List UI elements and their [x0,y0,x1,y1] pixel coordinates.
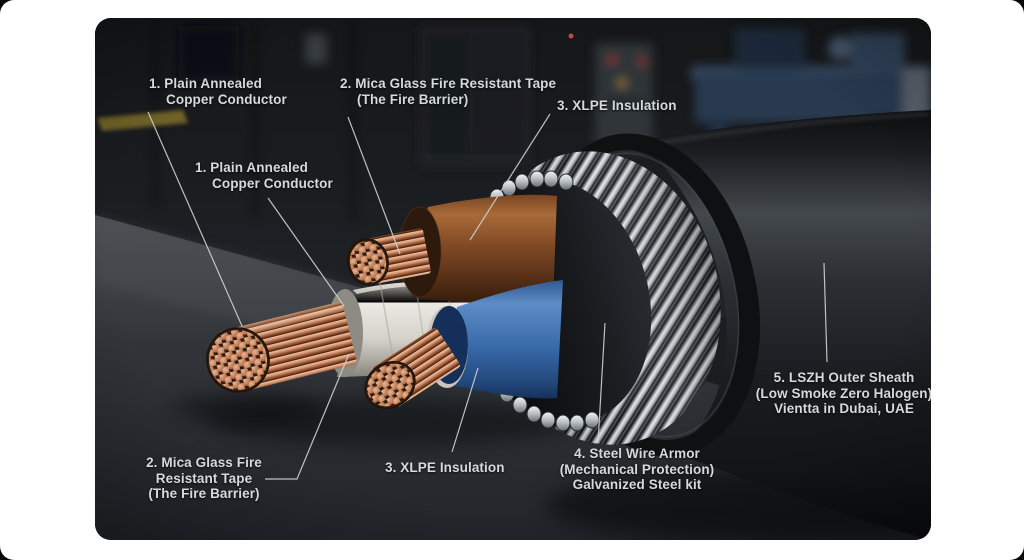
leader-outer-sheath [823,262,828,363]
leader-lines [147,111,828,480]
leader-xlpe-bottom [451,367,479,453]
annotation-steel-armor: 4. Steel Wire Armor (Mechanical Protecti… [559,446,715,492]
leader-mica-top [347,116,401,255]
leader-copper-mid [267,197,345,307]
annotation-mica-tape-bottom: 2. Mica Glass Fire Resistant Tape (The F… [146,455,262,501]
annotation-copper-conductor-top: 1. Plain Annealed Copper Conductor [149,76,287,107]
cable-cutaway-photo: 1. Plain Annealed Copper Conductor 2. Mi… [95,18,931,540]
annotation-xlpe-bottom: 3. XLPE Insulation [385,460,505,475]
annotation-copper-conductor-mid: 1. Plain Annealed Copper Conductor [195,160,333,191]
leader-copper-top [147,111,243,327]
annotation-outer-sheath: 5. LSZH Outer Sheath (Low Smoke Zero Hal… [755,370,931,416]
leader-xlpe-top [469,113,551,241]
annotation-xlpe-top: 3. XLPE Insulation [557,98,677,113]
leader-steel-armor [597,322,606,444]
vignette [95,18,931,540]
cable-cutaway-illustration [95,18,931,540]
annotation-mica-tape-top: 2. Mica Glass Fire Resistant Tape (The F… [340,76,557,107]
leader-mica-bottom [265,353,350,480]
